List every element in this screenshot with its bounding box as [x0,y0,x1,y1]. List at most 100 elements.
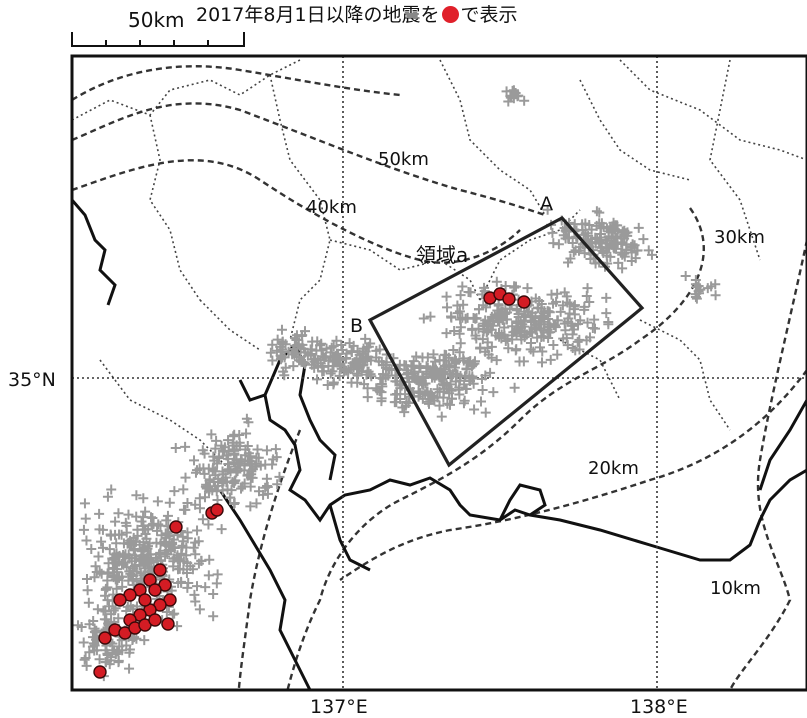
seismic-event-cross [268,454,279,465]
seismic-event-cross [204,554,215,565]
seismic-event-cross [334,370,345,381]
seismic-event-cross [151,537,162,548]
seismic-event-cross [116,529,127,540]
seismic-event-cross [89,572,100,583]
seismic-event-cross [168,556,179,567]
seismic-event-cross [535,342,546,353]
seismic-event-cross [107,647,118,658]
contour-label-20km: 20km [588,458,639,479]
recent-earthquakes [93,287,531,679]
seismic-event-cross [613,257,624,268]
seismic-event-cross [420,378,431,389]
seismic-event-cross [470,330,481,341]
seismic-event-cross [170,442,181,453]
seismic-event-cross [172,553,183,564]
seismic-event-cross [235,454,246,465]
seismic-event-cross [245,481,256,492]
seismic-event-cross [178,484,189,495]
seismic-event-cross [568,324,579,335]
seismic-event-cross [140,506,151,517]
longitude-label-138: 138°E [630,696,688,718]
seismic-event-cross [520,310,531,321]
seismic-event-cross [190,549,201,560]
seismic-event-cross [616,237,627,248]
seismic-event-cross [173,578,184,589]
background-seismicity [73,85,721,682]
seismic-event-cross [459,395,470,406]
seismic-event-cross [617,263,628,274]
seismic-event-cross [455,338,466,349]
prefecture-borders [72,59,807,471]
seismic-event-cross [109,563,120,574]
seismic-event-cross [84,647,95,658]
seismic-event-cross [371,383,382,394]
seismic-event-cross [587,237,598,248]
seismic-event-cross [217,478,228,489]
seismic-event-cross [102,491,113,502]
seismic-event-cross [373,356,384,367]
seismic-event-cross [391,389,402,400]
seismic-event-cross [245,501,256,512]
seismic-event-cross [89,645,100,656]
seismic-event-cross [407,371,418,382]
latitude-label: 35°N [8,369,56,391]
seismic-event-cross [246,456,257,467]
seismic-event-cross [94,654,105,665]
seismic-event-cross [152,496,163,507]
coastline [72,199,807,690]
seismic-event-cross [352,377,363,388]
seismic-event-cross [113,613,124,624]
seismic-event-cross [81,573,92,584]
seismic-event-cross [106,484,117,495]
seismic-event-cross [567,342,578,353]
seismic-event-cross [180,441,191,452]
seismic-event-cross [516,334,527,345]
seismic-event-cross [78,637,89,648]
seismic-event-cross [441,291,452,302]
seismic-event-cross [107,638,118,649]
seismic-event-cross [169,486,180,497]
seismic-event-cross [487,320,498,331]
seismic-event-cross [241,428,252,439]
seismic-event-cross [509,382,520,393]
seismic-event-cross [442,302,453,313]
seismic-event-cross [528,346,539,357]
seismic-event-cross [225,492,236,503]
seismic-event-cross [543,321,554,332]
region-a-box [367,215,645,468]
seismic-event-cross [146,520,157,531]
seismic-event-cross [239,460,250,471]
seismic-event-cross [589,314,600,325]
seismic-event-cross [474,304,485,315]
seismic-event-cross [617,239,628,250]
seismic-event-cross [499,322,510,333]
seismic-event-cross [476,396,487,407]
seismic-event-cross [493,300,504,311]
seismic-event-cross [436,411,447,422]
seismic-event-cross [430,363,441,374]
seismic-event-cross [219,442,230,453]
seismic-event-cross [594,207,605,218]
seismic-event-cross [156,530,167,541]
seismic-event-cross [198,463,209,474]
seismic-event-cross [178,504,189,515]
seismic-event-cross [446,312,457,323]
seismic-event-cross [469,404,480,415]
recent-event-marker [98,631,112,645]
seismic-event-cross [234,437,245,448]
seismic-event-cross [261,473,272,484]
seismic-event-cross [568,246,579,257]
seismic-event-cross [196,555,207,566]
seismic-event-cross [178,556,189,567]
seismic-event-cross [208,451,219,462]
seismic-event-cross [229,429,240,440]
recent-event-marker [153,563,167,577]
seismic-event-cross [366,371,377,382]
seismic-event-cross [207,463,218,474]
seismic-event-cross [328,341,339,352]
seismic-event-cross [288,361,299,372]
seismic-event-cross [113,657,124,668]
seismic-event-cross [561,333,572,344]
seismic-event-cross [515,317,526,328]
seismic-event-cross [280,362,291,373]
